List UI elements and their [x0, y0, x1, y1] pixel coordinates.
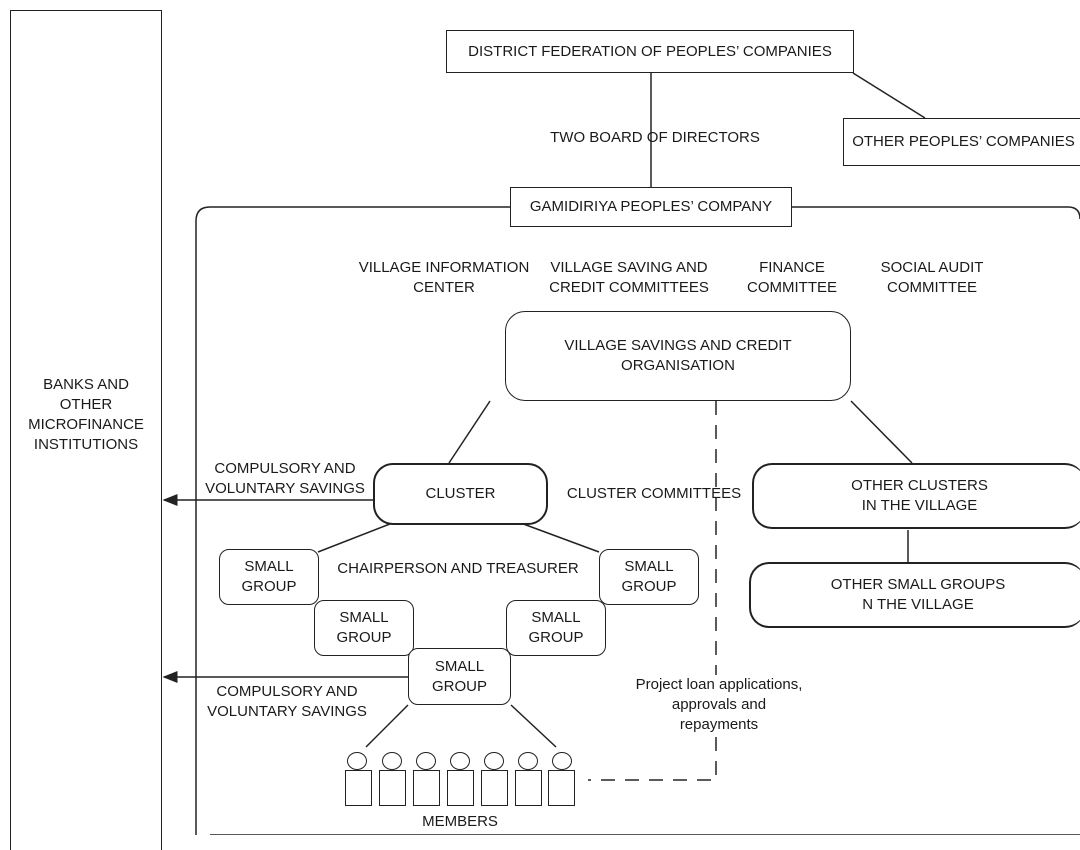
committee-village-info: VILLAGE INFORMATION CENTER — [358, 259, 530, 296]
district-federation-box: DISTRICT FEDERATION OF PEOPLES’ COMPANIE… — [446, 30, 854, 73]
project-loan-label: Project loan applications, approvals and… — [612, 675, 826, 735]
cluster-committees-label: CLUSTER COMMITTEES — [566, 485, 742, 502]
small-group-label: SMALL GROUP — [431, 657, 487, 695]
other-small-groups-label: OTHER SMALL GROUPS N THE VILLAGE — [830, 576, 1006, 613]
committee-social-audit: SOCIAL AUDIT COMMITTEE — [880, 259, 984, 296]
members-label: MEMBERS — [422, 813, 498, 830]
small-group-label: SMALL GROUP — [336, 609, 392, 646]
cluster-box: CLUSTER — [373, 463, 548, 525]
small-group-box: SMALL GROUP — [314, 600, 414, 656]
other-companies-box: OTHER PEOPLES’ COMPANIES — [843, 118, 1080, 166]
small-group-box: SMALL GROUP — [506, 600, 606, 656]
savings-label-top: COMPULSORY AND VOLUNTARY SAVINGS — [205, 460, 365, 497]
banks-box — [10, 10, 162, 850]
savings-label-bottom: COMPULSORY AND VOLUNTARY SAVINGS — [207, 683, 367, 720]
small-group-label: SMALL GROUP — [528, 609, 584, 646]
two-board-label: TWO BOARD OF DIRECTORS — [550, 129, 760, 146]
committee-village-saving: VILLAGE SAVING AND CREDIT COMMITTEES — [549, 259, 709, 296]
banks-label: BANKS AND OTHER MICROFINANCE INSTITUTION… — [28, 376, 144, 453]
committee-finance: FINANCE COMMITTEE — [747, 259, 837, 296]
small-group-box: SMALL GROUP — [219, 549, 319, 605]
vsco-label: VILLAGE SAVINGS AND CREDIT ORGANISATION — [564, 337, 792, 374]
other-clusters-label: OTHER CLUSTERS IN THE VILLAGE — [851, 477, 988, 514]
other-clusters-box: OTHER CLUSTERS IN THE VILLAGE — [752, 463, 1080, 529]
gamidiriya-box: GAMIDIRIYA PEOPLES’ COMPANY — [510, 187, 792, 227]
small-group-label: SMALL GROUP — [621, 558, 677, 595]
small-group-label: SMALL GROUP — [241, 558, 297, 595]
vsco-box: VILLAGE SAVINGS AND CREDIT ORGANISATION — [505, 311, 851, 401]
small-group-box: SMALL GROUP — [599, 549, 699, 605]
other-small-groups-box: OTHER SMALL GROUPS N THE VILLAGE — [749, 562, 1080, 628]
small-group-box: SMALL GROUP — [408, 648, 511, 705]
chairperson-treasurer-label: CHAIRPERSON AND TREASURER — [337, 560, 579, 577]
